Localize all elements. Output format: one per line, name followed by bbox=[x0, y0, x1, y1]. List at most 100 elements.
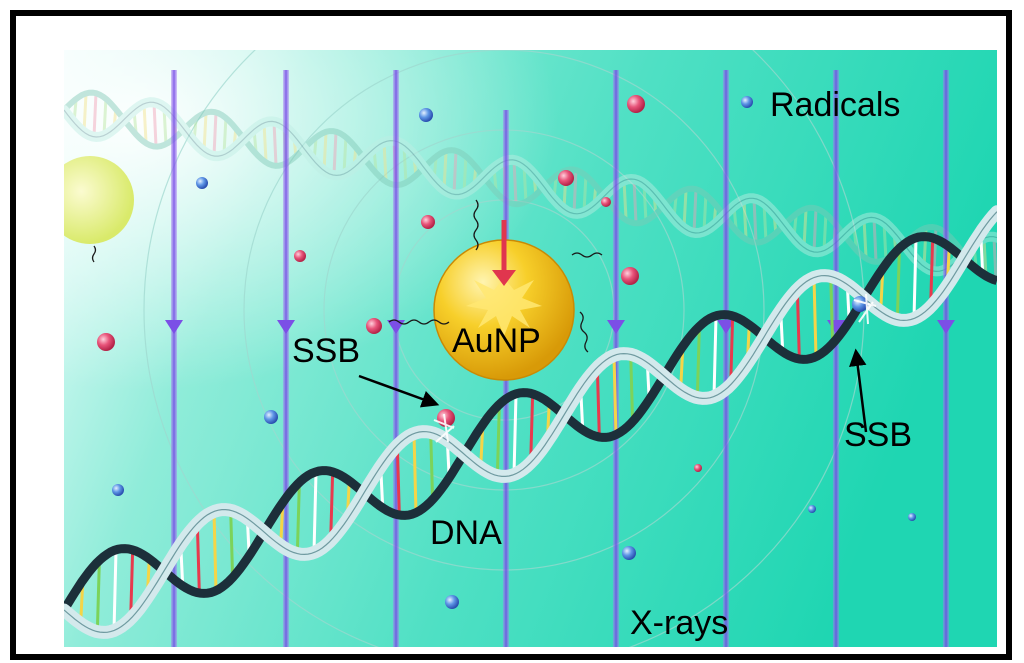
figure-frame: Radicals AuNP SSB SSB DNA X-rays bbox=[10, 10, 1012, 660]
xray-beam-arrowhead bbox=[607, 320, 625, 334]
base-pair bbox=[312, 472, 318, 553]
base-pair bbox=[102, 97, 108, 136]
base-pair bbox=[72, 100, 78, 123]
base-pair bbox=[642, 183, 648, 222]
base-pair bbox=[372, 148, 378, 171]
base-pair bbox=[112, 550, 118, 631]
dna-strand-back bbox=[64, 89, 997, 284]
base-pair bbox=[442, 151, 448, 190]
dna-strand-edge bbox=[64, 101, 997, 273]
base-pair bbox=[295, 484, 301, 554]
base-pair bbox=[132, 110, 138, 133]
base-pair bbox=[582, 174, 588, 213]
xrays-label: X-rays bbox=[630, 604, 729, 642]
base-pair bbox=[495, 406, 501, 476]
base-pair bbox=[652, 193, 658, 216]
base-pair bbox=[629, 354, 635, 424]
base-pair bbox=[762, 202, 768, 242]
base-pair bbox=[452, 150, 458, 195]
base-pair bbox=[792, 215, 798, 238]
base-pair bbox=[412, 433, 418, 514]
strand-break-sparkles bbox=[433, 293, 877, 443]
aunp-label: AuNP bbox=[452, 322, 541, 360]
base-pair bbox=[622, 180, 628, 219]
base-pair bbox=[192, 119, 198, 142]
base-pair bbox=[702, 193, 708, 232]
radical-blue bbox=[112, 484, 124, 496]
electron-emission-lines bbox=[91, 199, 603, 353]
ssb-right-label: SSB bbox=[844, 416, 913, 454]
radical-red bbox=[294, 250, 306, 262]
base-pair bbox=[572, 169, 578, 214]
radical-red bbox=[627, 95, 645, 113]
xray-beam bbox=[283, 70, 289, 647]
base-pair bbox=[195, 523, 201, 593]
base-pair bbox=[329, 471, 335, 541]
base-pair bbox=[529, 393, 535, 463]
radical-blue bbox=[741, 96, 753, 108]
base-pair bbox=[512, 159, 518, 205]
base-pair bbox=[402, 145, 408, 184]
dna-strand-ribbon bbox=[64, 97, 997, 277]
base-pair bbox=[862, 218, 868, 258]
base-pair bbox=[142, 103, 148, 142]
base-pair bbox=[682, 190, 688, 229]
xray-beam-arrowhead bbox=[717, 320, 735, 334]
nanoparticle-left bbox=[64, 156, 134, 244]
xray-beam bbox=[171, 70, 177, 647]
base-pair bbox=[695, 328, 701, 398]
dna-strand-edge bbox=[64, 211, 997, 634]
dna-double-helix bbox=[64, 205, 997, 639]
base-pair bbox=[592, 183, 598, 206]
radical-red bbox=[601, 197, 611, 207]
base-pair bbox=[872, 217, 878, 262]
base-pair bbox=[492, 167, 498, 190]
base-pair bbox=[742, 199, 748, 238]
radical-blue bbox=[196, 177, 208, 189]
base-pair bbox=[795, 289, 801, 359]
base-pair bbox=[462, 154, 468, 194]
ssb-right-arrow bbox=[849, 348, 868, 433]
base-pair bbox=[812, 207, 818, 253]
base-pair bbox=[152, 102, 158, 147]
base-pair bbox=[612, 355, 618, 436]
radical-red bbox=[366, 318, 382, 334]
base-pair bbox=[429, 432, 435, 502]
base-pair bbox=[672, 196, 678, 219]
base-pair bbox=[852, 225, 858, 248]
base-pair bbox=[992, 236, 997, 281]
radical-blue bbox=[808, 505, 816, 513]
ssb-left-label: SSB bbox=[292, 332, 361, 370]
dna-label: DNA bbox=[430, 514, 502, 552]
base-pair bbox=[352, 145, 358, 168]
base-pair bbox=[95, 562, 101, 632]
base-pair bbox=[92, 92, 98, 137]
base-pair bbox=[212, 111, 218, 157]
radical-blue bbox=[908, 513, 916, 521]
excitation-star bbox=[466, 278, 542, 336]
radical-red bbox=[97, 333, 115, 351]
base-pair bbox=[552, 177, 558, 200]
radical-particles bbox=[97, 95, 916, 609]
base-pair bbox=[292, 135, 298, 158]
radical-blue bbox=[419, 108, 433, 122]
base-pair bbox=[252, 129, 258, 152]
base-pair bbox=[472, 164, 478, 187]
base-pair bbox=[262, 122, 268, 162]
illustration-canvas bbox=[64, 50, 997, 647]
base-pair bbox=[112, 106, 118, 130]
xray-beam bbox=[723, 70, 729, 647]
xray-beam-arrowhead bbox=[165, 320, 183, 334]
base-pair bbox=[802, 209, 808, 248]
base-pair bbox=[729, 315, 735, 385]
base-pair bbox=[895, 250, 901, 320]
ssb-left-arrow bbox=[358, 374, 440, 408]
base-pair bbox=[732, 206, 738, 229]
base-pair bbox=[82, 94, 88, 133]
base-pair bbox=[272, 121, 278, 166]
radicals-label: Radicals bbox=[770, 86, 901, 124]
base-pair bbox=[812, 277, 818, 358]
base-pair bbox=[882, 222, 888, 261]
radical-red bbox=[694, 464, 702, 472]
radical-red bbox=[421, 215, 435, 229]
